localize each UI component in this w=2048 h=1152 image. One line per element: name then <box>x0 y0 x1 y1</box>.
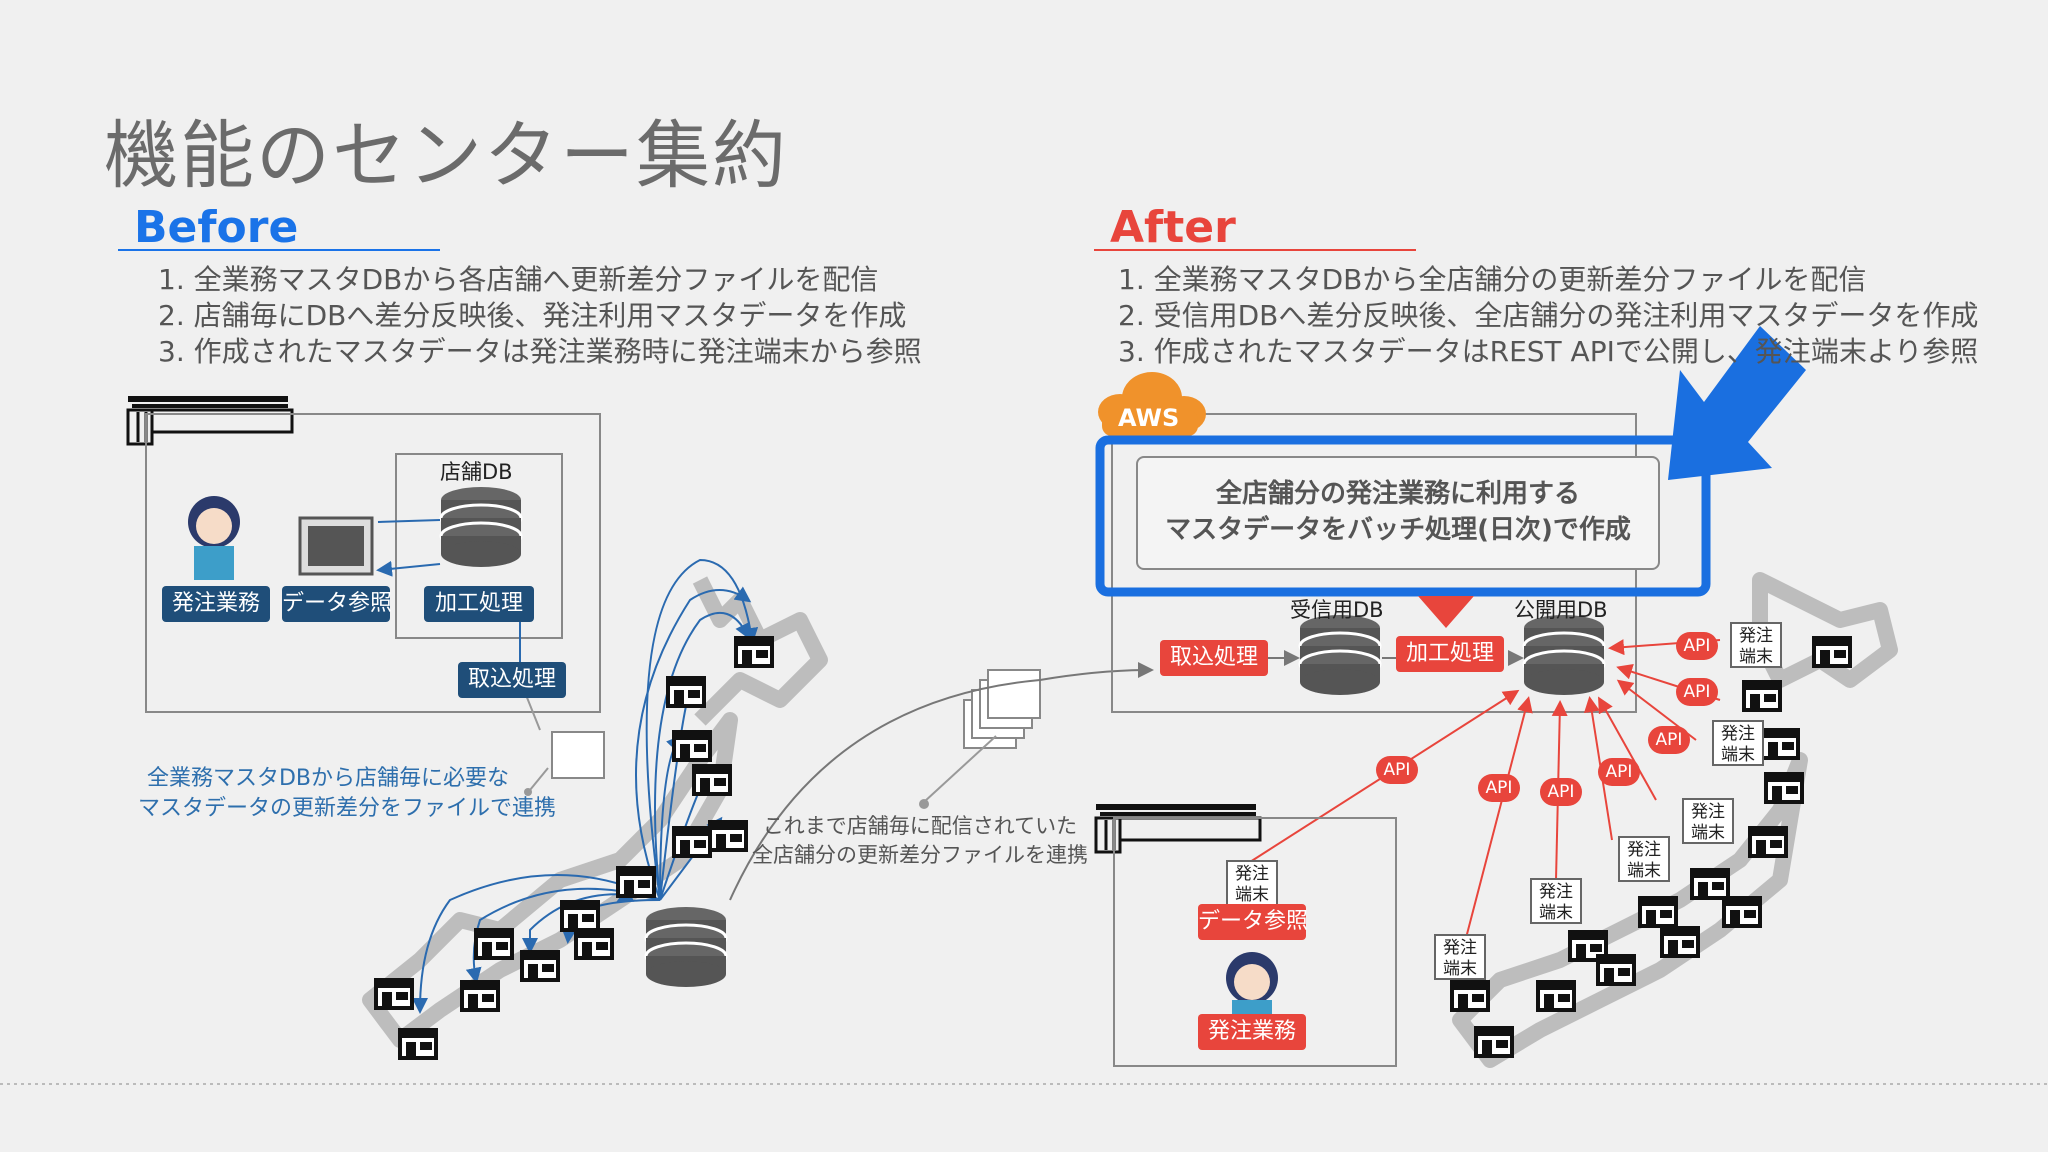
before-data-ref-label: データ参照 <box>282 586 392 622</box>
api-badge: API <box>1478 774 1520 802</box>
master-db-icon <box>644 905 728 989</box>
before-underline <box>118 249 440 251</box>
api-badge: API <box>1676 678 1718 706</box>
after-heading: After <box>1110 202 1236 253</box>
aws-cloud-icon <box>1098 372 1206 436</box>
before-step-1: 1. 全業務マスタDBから各店舗へ更新差分ファイルを配信 <box>158 263 879 296</box>
aws-label: AWS <box>1118 404 1180 432</box>
order-terminal-box: 発注 端末 <box>1434 934 1486 980</box>
api-badge: API <box>1540 778 1582 806</box>
before-caption-line-1: 全業務マスタDBから店舗毎に必要な <box>146 766 510 791</box>
public-db-icon <box>1522 613 1606 697</box>
before-steps: 1. 全業務マスタDBから各店舗へ更新差分ファイルを配信 2. 店舗毎にDBへ差… <box>158 262 922 370</box>
public-db-label: 公開用DB <box>1514 598 1608 622</box>
character-avatar-icon <box>188 496 240 580</box>
batch-box-line-1: 全店舗分の発注業務に利用する <box>1215 479 1580 509</box>
receive-db-icon <box>1298 613 1382 697</box>
after-step-2: 2. 受信用DBへ差分反映後、全店舗分の発注利用マスタデータを作成 <box>1118 299 1979 332</box>
after-data-ref-label: データ参照 <box>1198 904 1308 940</box>
before-center-frame <box>145 413 601 713</box>
store-terminal-box: 発注 端末 <box>1226 860 1278 906</box>
before-processing-label: 加工処理 <box>424 586 534 622</box>
after-step-1: 1. 全業務マスタDBから全店舗分の更新差分ファイルを配信 <box>1118 263 1867 296</box>
store-building-icon <box>1094 802 1262 854</box>
slide-title: 機能のセンター集約 <box>104 113 788 199</box>
api-badge: API <box>1376 756 1418 784</box>
order-terminal-box: 発注 端末 <box>1730 622 1782 668</box>
store-db-icon <box>439 485 523 569</box>
character-avatar-icon-after <box>1226 952 1278 1020</box>
middle-caption: これまで店舗毎に配信されていた 全店舗分の更新差分ファイルを連携 <box>740 812 1100 870</box>
before-step-3: 3. 作成されたマスタデータは発注業務時に発注端末から参照 <box>158 335 922 368</box>
center-building-icon <box>126 394 294 446</box>
pointer-arrow-icon <box>1668 326 1806 480</box>
highlight-frame <box>1095 435 1711 597</box>
diff-file-icon <box>551 731 605 779</box>
before-caption: 全業務マスタDBから店舗毎に必要な マスタデータの更新差分をファイルで連携 <box>138 764 557 824</box>
after-store-frame <box>1113 817 1397 1067</box>
before-order-work-label: 発注業務 <box>162 586 270 622</box>
before-step-2: 2. 店舗毎にDBへ差分反映後、発注利用マスタデータを作成 <box>158 299 907 332</box>
api-badge: API <box>1598 758 1640 786</box>
order-terminal-box: 発注 端末 <box>1712 720 1764 766</box>
before-heading: Before <box>134 202 299 253</box>
before-import-label: 取込処理 <box>458 662 566 698</box>
api-badge: API <box>1676 632 1718 660</box>
after-steps: 1. 全業務マスタDBから全店舗分の更新差分ファイルを配信 2. 受信用DBへ差… <box>1118 262 1978 370</box>
after-underline <box>1094 249 1416 251</box>
middle-caption-line-1: これまで店舗毎に配信されていた <box>762 814 1078 838</box>
api-badge: API <box>1648 726 1690 754</box>
after-step-3: 3. 作成されたマスタデータはREST APIで公開し、発注端末より参照 <box>1118 335 1979 368</box>
after-import-label: 取込処理 <box>1160 640 1268 676</box>
receive-db-label: 受信用DB <box>1290 598 1384 622</box>
order-terminal-box: 発注 端末 <box>1682 798 1734 844</box>
batch-box: 全店舗分の発注業務に利用する マスタデータをバッチ処理(日次)で作成 <box>1136 456 1660 570</box>
order-terminal-box: 発注 端末 <box>1530 878 1582 924</box>
after-order-work-label: 発注業務 <box>1198 1014 1306 1050</box>
store-db-label: 店舗DB <box>440 460 513 484</box>
order-terminal-box: 発注 端末 <box>1618 836 1670 882</box>
before-caption-line-2: マスタデータの更新差分をファイルで連携 <box>138 796 557 821</box>
store-db-frame <box>395 453 563 639</box>
after-processing-label: 加工処理 <box>1396 636 1504 672</box>
batch-box-line-2: マスタデータをバッチ処理(日次)で作成 <box>1165 515 1631 545</box>
middle-caption-line-2: 全店舗分の更新差分ファイルを連携 <box>752 843 1088 867</box>
